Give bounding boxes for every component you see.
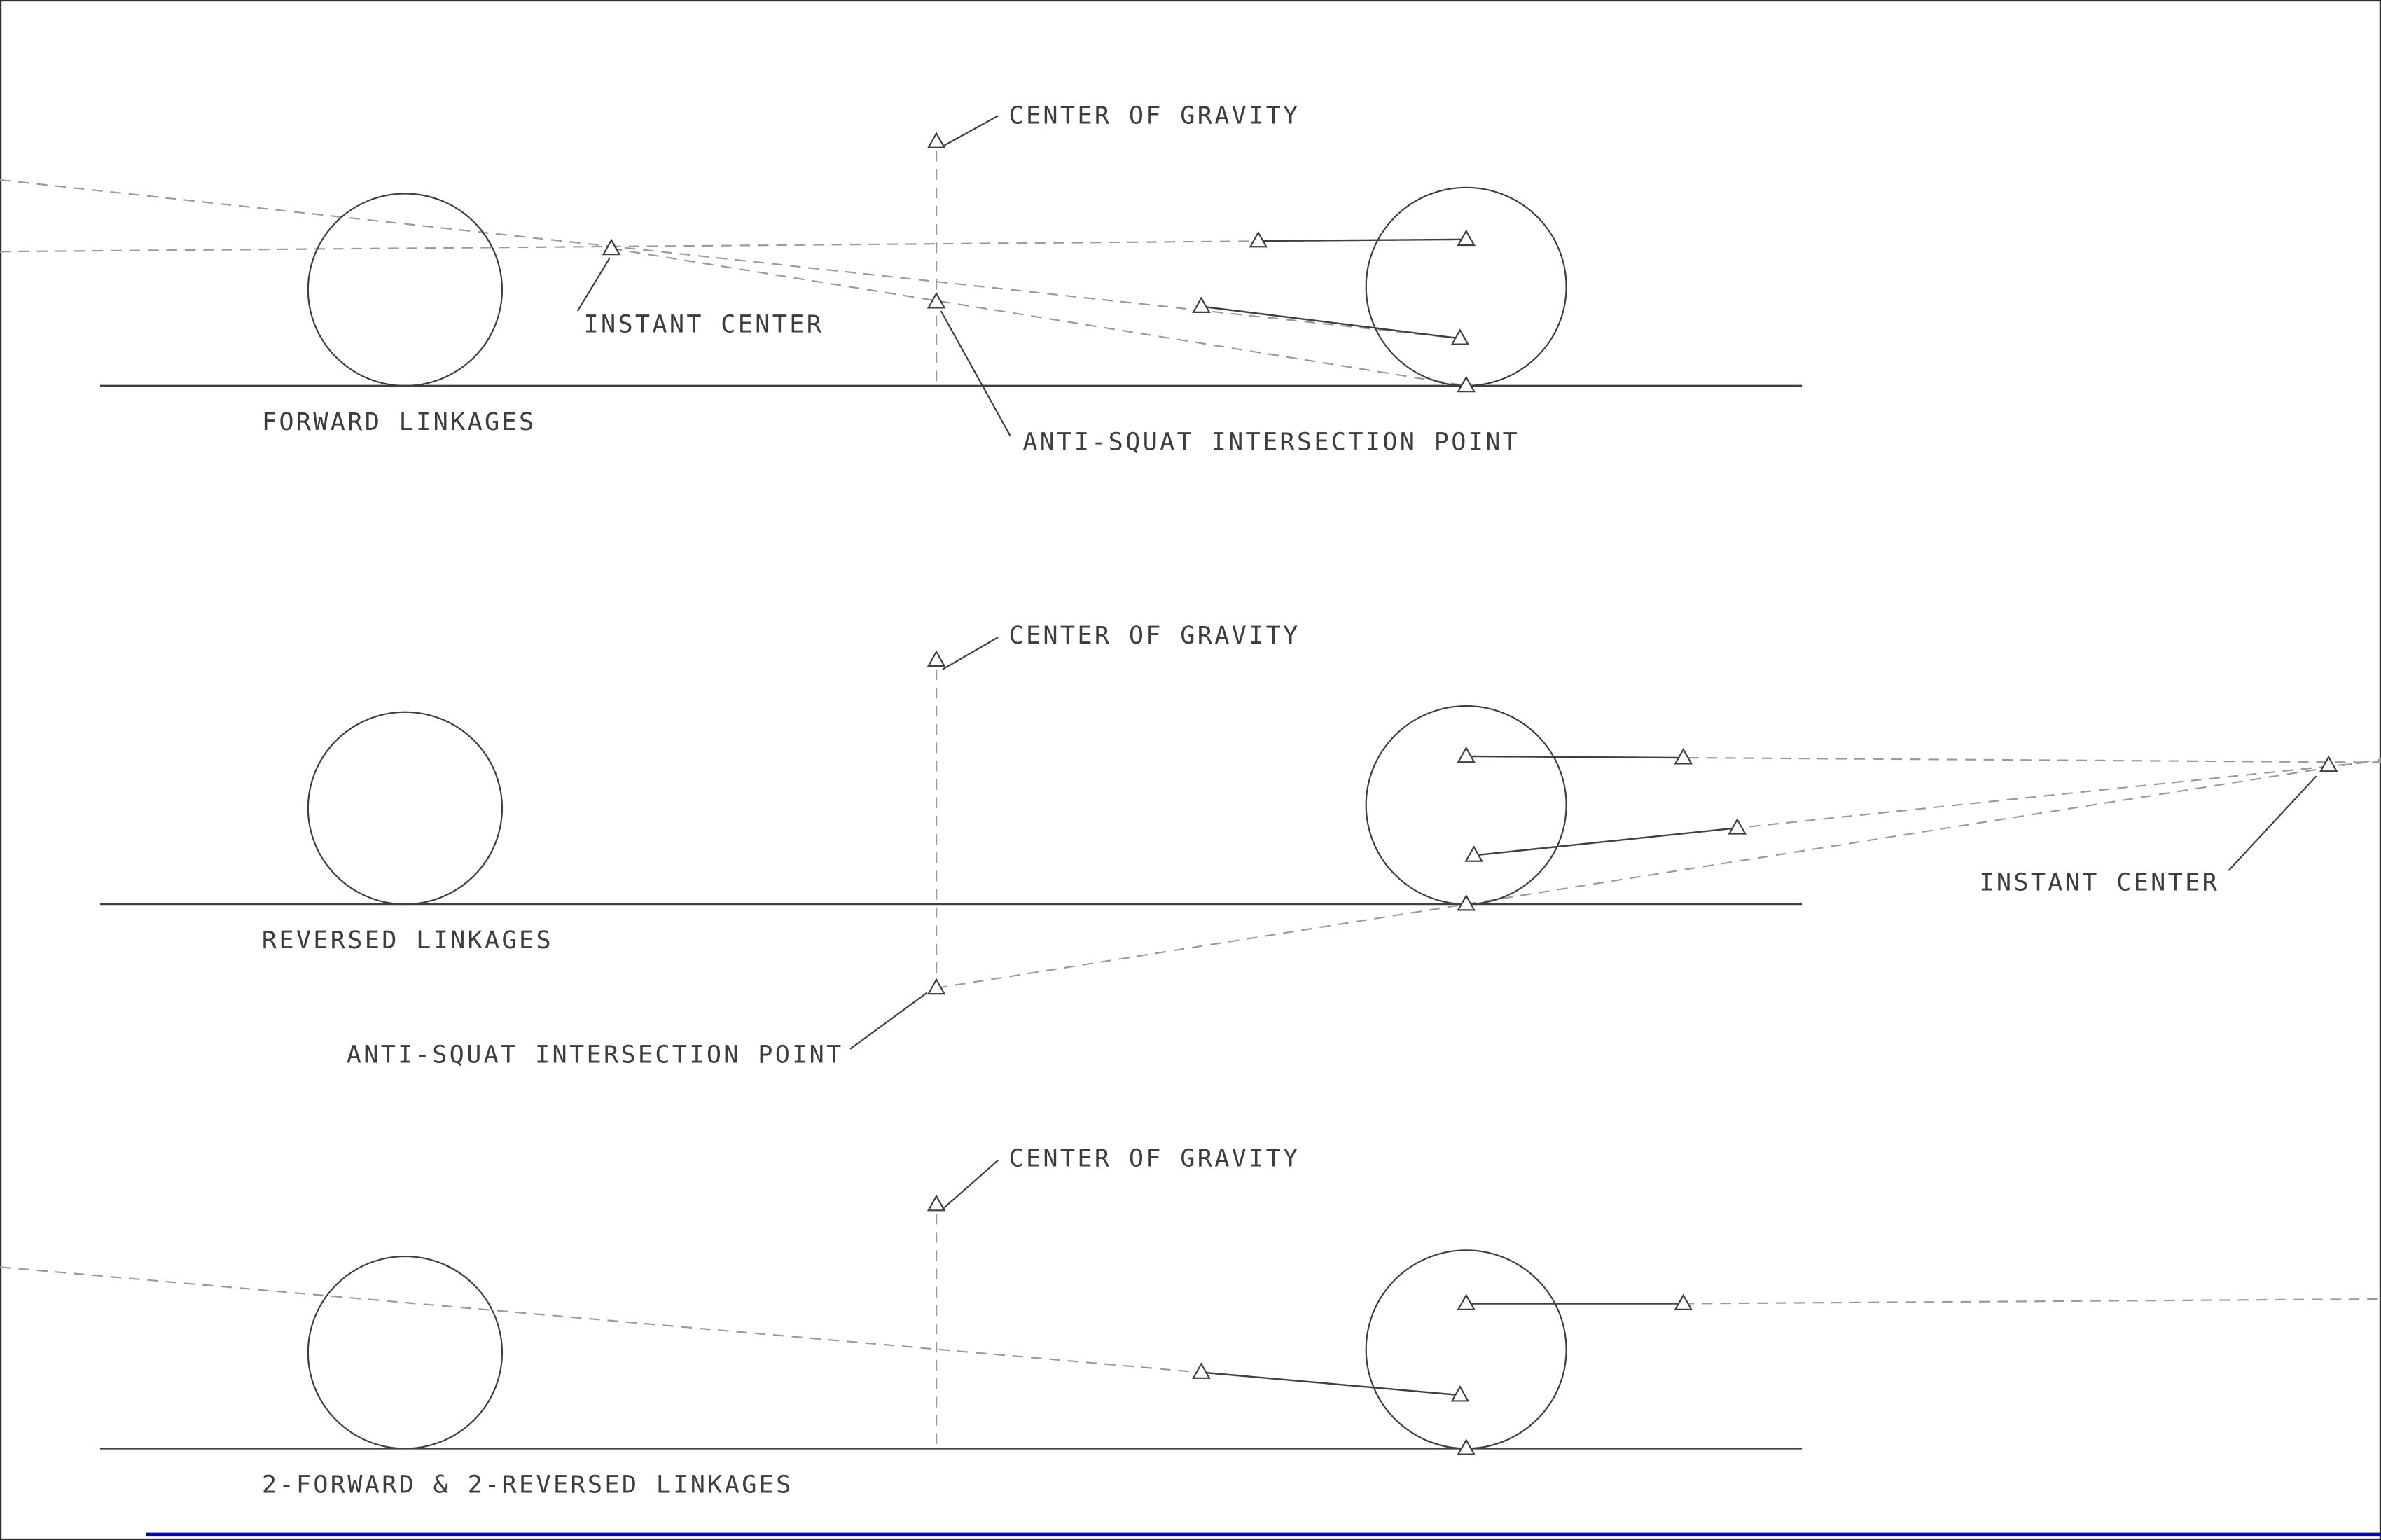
upper-link-front-pivot-marker <box>1457 1294 1476 1310</box>
upper-link-rear-pivot-marker <box>1674 1294 1693 1310</box>
anti-squat-label: ANTI-SQUAT INTERSECTION POINT <box>1022 428 1520 456</box>
cg-label: CENTER OF GRAVITY <box>1008 622 1300 650</box>
cg-label: CENTER OF GRAVITY <box>1008 102 1300 130</box>
cg-leader-line <box>942 1160 999 1210</box>
upper-link-front-pivot-marker <box>1249 231 1268 248</box>
section-title: 2-FORWARD & 2-REVERSED LINKAGES <box>262 1471 793 1499</box>
section-title: FORWARD LINKAGES <box>262 408 536 436</box>
front-wheel <box>307 1255 504 1450</box>
contact-patch-marker <box>1457 1439 1476 1455</box>
instant-center-leader-line <box>576 257 611 312</box>
instant-center-marker <box>2319 756 2338 772</box>
lower-link-extension-line <box>0 179 1460 340</box>
cg-leader-line <box>942 637 999 670</box>
instant-center-label: INSTANT CENTER <box>1979 869 2219 897</box>
upper-link-extension-line <box>0 238 1466 253</box>
lower-link-rear-pivot-marker <box>1728 819 1747 835</box>
cg-marker <box>927 1195 945 1212</box>
instant-center-label: INSTANT CENTER <box>584 311 824 339</box>
reversed-linkages-section: CENTER OF GRAVITY INSTANT CENTER ANTI-SQ… <box>99 622 2381 1069</box>
cg-marker <box>927 132 945 148</box>
section-title: REVERSED LINKAGES <box>262 927 553 955</box>
lower-link-front-pivot-marker <box>1192 1363 1210 1379</box>
forward-lower-link <box>1201 1371 1460 1396</box>
rear-wheel <box>1365 186 1567 387</box>
rear-wheel <box>1365 705 1567 906</box>
upper-link-front-pivot-marker <box>1457 747 1476 763</box>
anti-squat-label: ANTI-SQUAT INTERSECTION POINT <box>347 1041 844 1069</box>
lower-link <box>1473 827 1737 856</box>
upper-link-rear-pivot-marker <box>1674 749 1693 765</box>
upper-link-extension-line <box>1683 1298 2381 1305</box>
cg-marker <box>927 651 945 667</box>
anti-squat-point-marker <box>927 293 945 309</box>
instant-center-marker <box>602 239 620 256</box>
cg-leader-line <box>942 115 999 147</box>
anti-squat-leader-line <box>849 992 928 1050</box>
forward-linkages-section: CENTER OF GRAVITY INSTANT CENTER ANTI-SQ… <box>0 102 1803 456</box>
anti-squat-line <box>611 247 1466 387</box>
lower-link <box>1201 305 1461 340</box>
front-wheel <box>307 193 504 387</box>
cg-label: CENTER OF GRAVITY <box>1008 1145 1300 1173</box>
combined-linkages-section: CENTER OF GRAVITY 2-FORWARD & 2-REVERSED… <box>0 1145 2381 1499</box>
anti-squat-leader-line <box>940 310 1011 437</box>
front-wheel <box>307 711 504 906</box>
anti-squat-line <box>936 758 2381 989</box>
upper-link <box>1258 238 1466 242</box>
upper-link-rear-pivot-marker <box>1457 230 1476 247</box>
lower-link-front-pivot-marker <box>1192 297 1210 313</box>
upper-link <box>1466 755 1684 759</box>
rear-wheel <box>1365 1249 1567 1450</box>
instant-center-leader-line <box>2228 775 2317 871</box>
